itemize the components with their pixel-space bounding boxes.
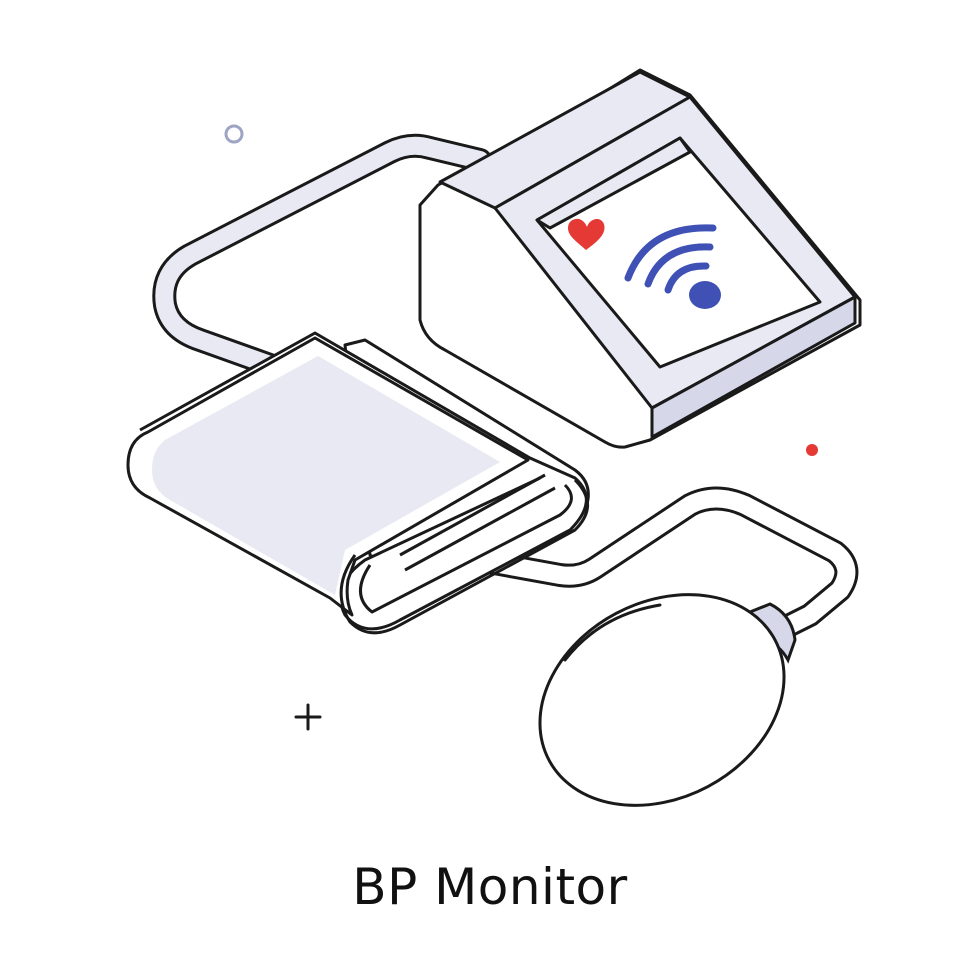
signal-dot-icon <box>689 281 721 309</box>
decor-circle-icon <box>224 124 244 144</box>
wifi-signal-icon <box>624 224 717 294</box>
inflation-bulb <box>538 593 786 807</box>
caption-title: BP Monitor <box>352 858 628 916</box>
cuff-tube-top <box>152 133 492 377</box>
bulb-tube <box>438 486 859 637</box>
decor-dot-icon <box>806 444 818 456</box>
decor-plus-icon <box>294 703 322 731</box>
heart-icon <box>568 218 605 250</box>
blood-pressure-cuff <box>126 331 590 635</box>
